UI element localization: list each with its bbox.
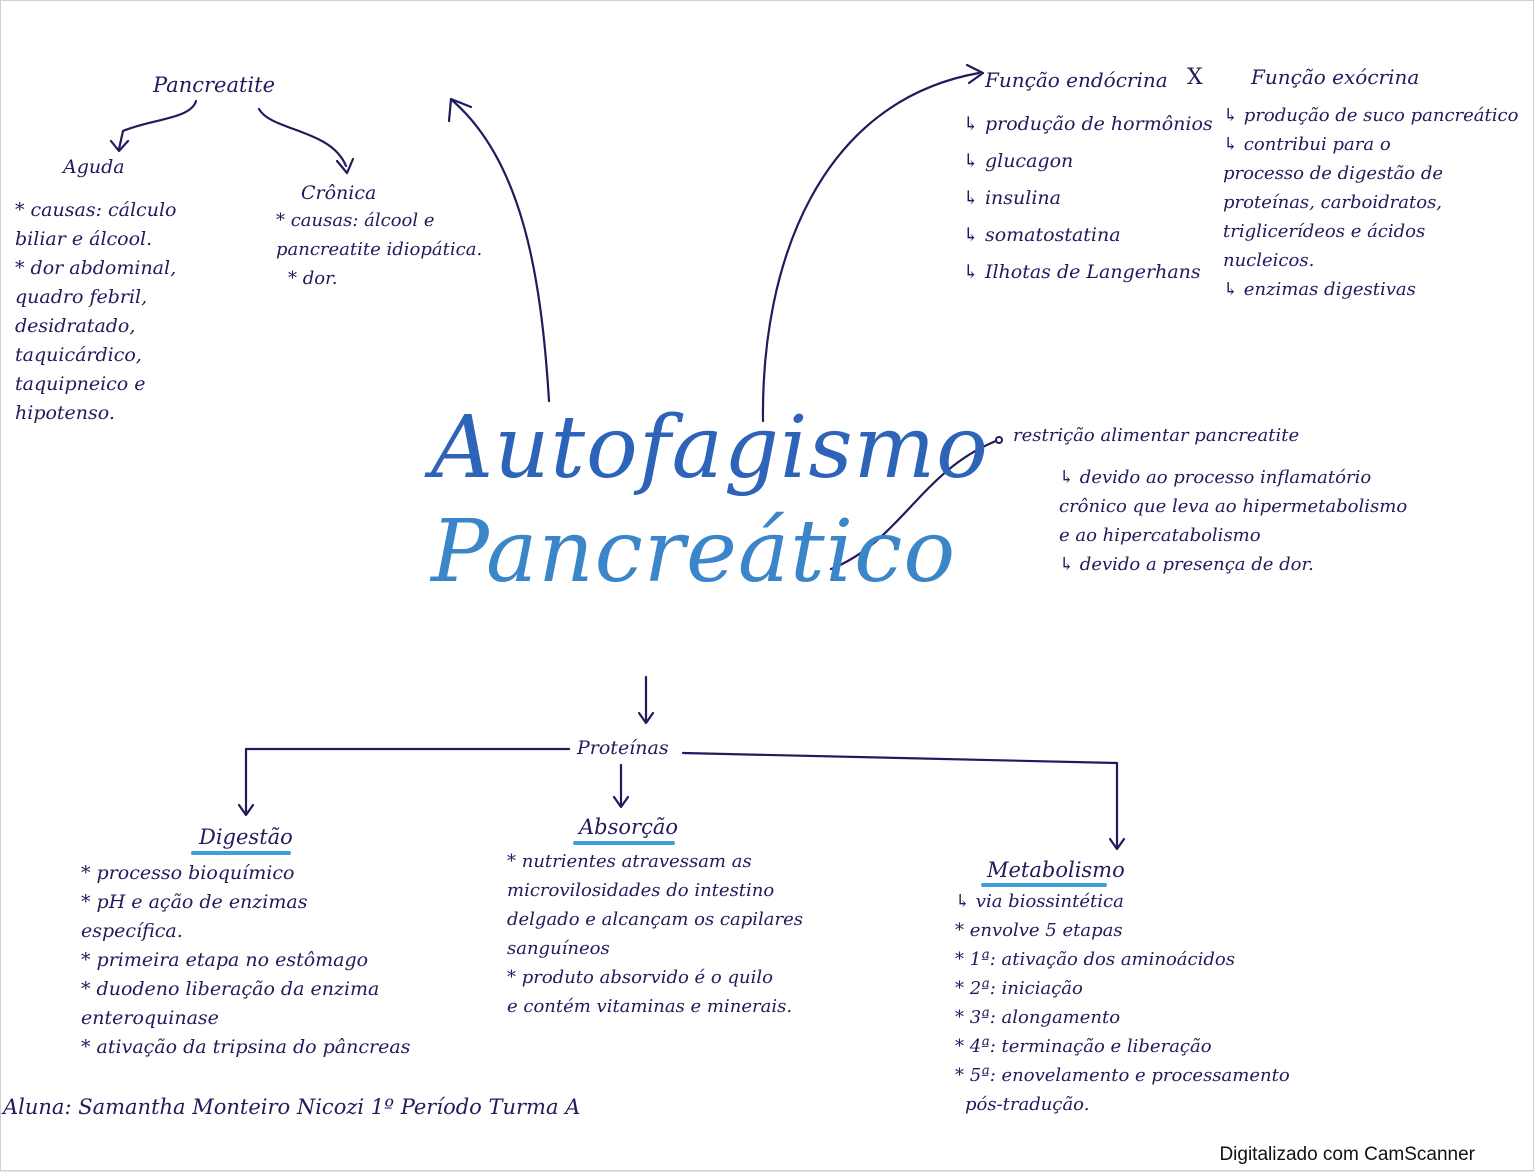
endocrina-list: ↳ produção de hormônios ↳ glucagon ↳ ins… <box>963 106 1213 291</box>
arrowhead-pancreatite <box>447 97 473 123</box>
title-line-1: Autofagismo <box>431 398 989 498</box>
aguda-line: taquipneico e <box>15 373 146 395</box>
cronica-list: * causas: álcool e pancreatite idiopátic… <box>276 206 482 293</box>
title-line-2: Pancreático <box>431 502 957 602</box>
digestao-line: enteroquinase <box>81 1007 219 1029</box>
metabolismo-line: * envolve 5 etapas <box>955 920 1123 941</box>
exocrina-line: processo de digestão de <box>1223 163 1444 184</box>
funcoes-separator: X <box>1187 65 1203 90</box>
restricao-line: ↳ devido a presença de dor. <box>1059 554 1314 575</box>
endocrina-line: ↳ somatostatina <box>963 224 1121 246</box>
exocrina-line: triglicerídeos e ácidos <box>1223 221 1426 242</box>
metabolismo-line: pós-tradução. <box>965 1094 1090 1115</box>
map-title: Autofagismo Pancreático <box>431 396 989 604</box>
digestao-underline <box>191 851 291 855</box>
absorcao-line: * produto absorvido é o quilo <box>507 967 773 988</box>
arrowhead-proteinas <box>637 711 655 725</box>
digestao-list: * processo bioquímico * pH e ação de enz… <box>81 859 410 1062</box>
metabolismo-line: * 3ª: alongamento <box>955 1007 1121 1028</box>
exocrina-line: ↳ contribui para o <box>1223 134 1391 155</box>
digestao-line: específica. <box>81 920 183 942</box>
aguda-line: biliar e álcool. <box>15 228 153 250</box>
aguda-line: hipotenso. <box>15 402 115 424</box>
metabolismo-line: * 2ª: iniciação <box>955 978 1083 999</box>
aguda-heading: Aguda <box>63 156 125 178</box>
endocrina-line: ↳ Ilhotas de Langerhans <box>963 261 1201 283</box>
exocrina-line: ↳ enzimas digestivas <box>1223 279 1416 300</box>
absorcao-line: sanguíneos <box>507 938 610 959</box>
exocrina-line: proteínas, carboidratos, <box>1223 192 1443 213</box>
metabolismo-list: ↳ via biossintética * envolve 5 etapas *… <box>955 887 1290 1119</box>
digestao-line: * pH e ação de enzimas <box>81 891 308 913</box>
digestao-line: * processo bioquímico <box>81 862 295 884</box>
restricao-line: crônico que leva ao hipermetabolismo <box>1059 496 1408 517</box>
restricao-line: e ao hipercatabolismo <box>1059 525 1261 546</box>
bar-proteinas-right <box>681 751 1119 765</box>
aguda-line: desidratado, <box>15 315 136 337</box>
metabolismo-line: ↳ via biossintética <box>955 891 1124 912</box>
metabolismo-line: * 4ª: terminação e liberação <box>955 1036 1212 1057</box>
arrow-to-restricao <box>829 439 998 571</box>
digestao-line: * ativação da tripsina do pâncreas <box>81 1036 411 1058</box>
arrow-to-aguda <box>117 99 198 151</box>
absorcao-line: e contém vitaminas e minerais. <box>507 996 793 1017</box>
aguda-line: * dor abdominal, <box>15 257 177 279</box>
scanner-watermark: Digitalizado com CamScanner <box>1219 1144 1475 1165</box>
arrow-to-pancreatite <box>451 99 551 403</box>
restricao-list: ↳ devido ao processo inflamatório crônic… <box>1059 463 1407 579</box>
cronica-heading: Crônica <box>301 182 377 204</box>
endocrina-line: ↳ insulina <box>963 187 1061 209</box>
arrowhead-absorcao <box>612 795 630 809</box>
arrowhead-digestao <box>237 803 255 817</box>
exocrina-line: nucleicos. <box>1223 250 1315 271</box>
endocrina-line: ↳ produção de hormônios <box>963 113 1213 135</box>
endocrina-line: ↳ glucagon <box>963 150 1074 172</box>
absorcao-line: * nutrientes atravessam as <box>507 851 752 872</box>
digestao-heading: Digestão <box>199 825 293 849</box>
arrowhead-aguda <box>109 139 130 153</box>
arrow-to-cronica <box>257 107 348 168</box>
digestao-line: * duodeno liberação da enzima <box>81 978 380 1000</box>
cronica-line: * causas: álcool e <box>276 210 435 231</box>
cronica-line: pancreatite idiopática. <box>276 239 483 260</box>
arrowhead-funcoes <box>965 63 985 85</box>
proteinas-heading: Proteínas <box>577 737 669 759</box>
student-name: Aluna: Samantha Monteiro Nicozi 1º Perío… <box>3 1095 581 1119</box>
arrowhead-metabolismo <box>1108 837 1126 851</box>
absorcao-underline <box>573 841 675 845</box>
arrow-to-funcoes <box>761 71 981 423</box>
arrowhead-cronica <box>335 157 355 175</box>
metabolismo-line: * 1ª: ativação dos aminoácidos <box>955 949 1235 970</box>
metabolismo-underline <box>981 883 1107 887</box>
exocrina-line: ↳ produção de suco pancreático <box>1223 105 1519 126</box>
endocrina-heading: Função endócrina <box>985 68 1168 92</box>
aguda-line: * causas: cálculo <box>15 199 177 221</box>
aguda-line: quadro febril, <box>15 286 148 308</box>
metabolismo-heading: Metabolismo <box>987 858 1125 882</box>
arrow-dot-restricao <box>995 436 1003 444</box>
absorcao-list: * nutrientes atravessam as microvilosida… <box>507 847 803 1021</box>
exocrina-list: ↳ produção de suco pancreático ↳ contrib… <box>1223 101 1518 304</box>
pancreatite-heading: Pancreatite <box>153 73 276 97</box>
restricao-heading: restrição alimentar pancreatite <box>1013 425 1300 446</box>
metabolismo-line: * 5ª: enovelamento e processamento <box>955 1065 1290 1086</box>
exocrina-heading: Função exócrina <box>1251 65 1420 89</box>
restricao-line: ↳ devido ao processo inflamatório <box>1059 467 1372 488</box>
aguda-list: * causas: cálculo biliar e álcool. * dor… <box>15 196 176 428</box>
cronica-line: * dor. <box>288 268 338 289</box>
digestao-line: * primeira etapa no estômago <box>81 949 369 971</box>
absorcao-heading: Absorção <box>579 815 678 839</box>
absorcao-line: microvilosidades do intestino <box>507 880 775 901</box>
aguda-line: taquicárdico, <box>15 344 142 366</box>
absorcao-line: delgado e alcançam os capilares <box>507 909 804 930</box>
